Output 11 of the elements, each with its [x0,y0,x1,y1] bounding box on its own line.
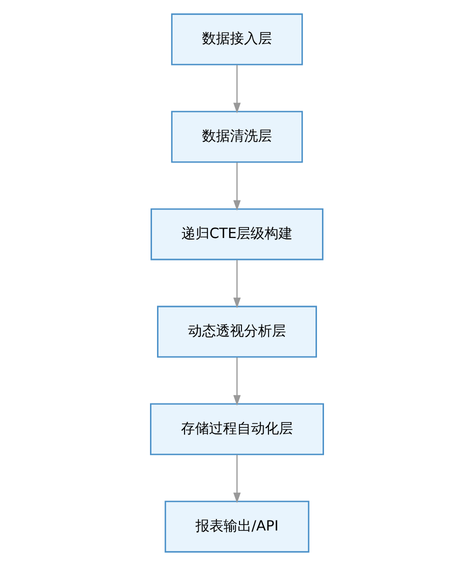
node-box: 报表输出/API [164,500,310,553]
arrow [233,65,241,114]
arrow [233,357,241,406]
arrow [233,162,241,211]
node-box: 递归CTE层级构建 [150,208,324,260]
node-box: 数据接入层 [171,13,303,66]
node-box: 数据清洗层 [171,110,303,163]
arrow [233,454,241,504]
node-box: 存储过程自动化层 [150,403,324,456]
arrow [233,260,241,308]
node-box: 动态透视分析层 [157,306,317,358]
